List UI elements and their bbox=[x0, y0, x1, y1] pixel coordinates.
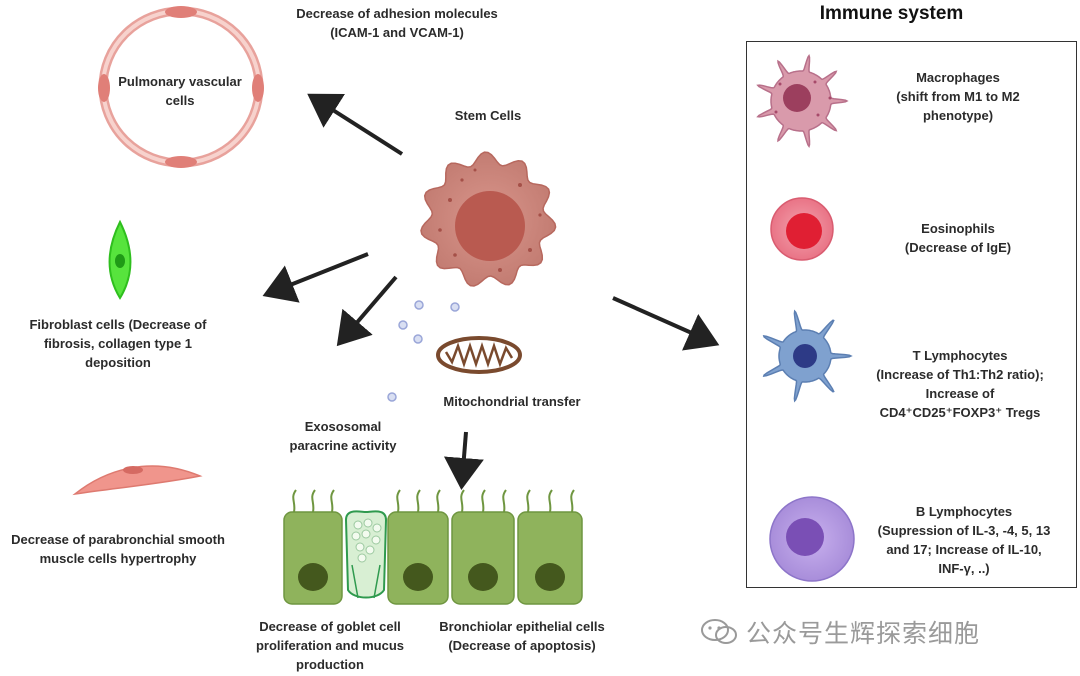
cilia bbox=[502, 489, 507, 513]
cilia bbox=[570, 489, 575, 513]
watermark-text: 公众号生辉探索细胞 bbox=[745, 620, 980, 648]
macrophage-cell bbox=[756, 54, 849, 148]
epithelial-nucleus bbox=[298, 563, 328, 591]
arrow-to-exosomal bbox=[336, 275, 398, 347]
immune-system-title: Immune system bbox=[819, 3, 964, 24]
label-bronchiolar: Bronchiolar epithelial cells(Decrease of… bbox=[439, 619, 605, 653]
cilia bbox=[436, 489, 441, 513]
t-lymphocyte-cell bbox=[762, 309, 853, 403]
label-b-lymphocytes: B Lymphocytes(Supression of IL-3, -4, 5,… bbox=[877, 504, 1051, 576]
mitochondrion bbox=[436, 336, 522, 374]
label-t-lymphocytes: T Lymphocytes(Increase of Th1:Th2 ratio)… bbox=[876, 348, 1044, 420]
b-lymphocyte-cell bbox=[769, 496, 855, 582]
epithelial-nucleus bbox=[403, 563, 433, 591]
cilia bbox=[330, 489, 335, 513]
cilia bbox=[526, 489, 531, 513]
cilia bbox=[548, 489, 553, 513]
arrow-to-fibroblast bbox=[262, 252, 369, 303]
label-adhesion: Decrease of adhesion molecules(ICAM-1 an… bbox=[296, 6, 498, 40]
cilia bbox=[416, 489, 421, 513]
epithelial-nucleus bbox=[468, 563, 498, 591]
watermark: 公众号生辉探索细胞 bbox=[700, 614, 1060, 654]
immune-system-box bbox=[746, 41, 1077, 588]
cilia bbox=[311, 489, 316, 513]
fibroblast-cell bbox=[108, 219, 132, 300]
smooth-muscle-cell bbox=[72, 465, 203, 496]
label-stem-cells: Stem Cells bbox=[454, 108, 522, 123]
bronchial-epithelium bbox=[283, 489, 583, 605]
pulmonary-vascular-ring bbox=[98, 6, 264, 168]
label-mitochondrial: Mitochondrial transfer bbox=[443, 394, 581, 409]
epithelial-nucleus bbox=[535, 563, 565, 591]
cilia bbox=[292, 489, 297, 513]
exosome-vesicles bbox=[387, 300, 460, 402]
arrow-to-pulmonary bbox=[307, 93, 404, 156]
arrow-to-immune bbox=[612, 296, 720, 351]
arrows bbox=[262, 93, 720, 490]
arrow-to-epithelium bbox=[443, 431, 484, 490]
cilia bbox=[460, 489, 465, 513]
cilia bbox=[481, 489, 486, 513]
wechat-icon bbox=[701, 619, 737, 644]
cilia bbox=[396, 489, 401, 513]
eosinophil-cell bbox=[770, 197, 834, 261]
stem-cell bbox=[420, 151, 557, 287]
goblet-cell bbox=[344, 510, 388, 599]
label-eosinophils: Eosinophils(Decrease of IgE) bbox=[904, 221, 1012, 255]
